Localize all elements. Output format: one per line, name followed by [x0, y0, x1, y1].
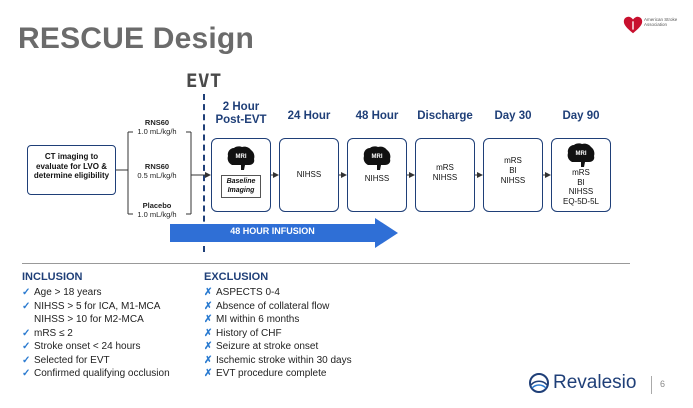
list-item: ✓Stroke onset < 24 hours: [22, 341, 141, 352]
arm-dose: 1.0 mL/kg/h: [137, 127, 177, 136]
x-mark-icon: ✗: [204, 300, 213, 312]
assessment: BI: [509, 166, 517, 175]
x-mark-icon: ✗: [204, 341, 213, 352]
page-number: 6: [660, 379, 666, 389]
exclusion-list: ✗ASPECTS 0-4 ✗Absence of collateral flow…: [204, 286, 352, 381]
arm-dose: 0.5 mL/kg/h: [137, 171, 177, 180]
list-item: ✗MI within 6 months: [204, 314, 300, 325]
assessment: NIHSS: [500, 176, 526, 185]
assessment: NIHSS: [364, 174, 390, 183]
list-item: ✗Ischemic stroke within 30 days: [204, 354, 352, 366]
brand-name: Revalesio: [553, 372, 637, 393]
check-icon: ✓: [22, 368, 31, 379]
aha-logo: American Stroke Association: [622, 12, 682, 38]
timepoint-box-day90: MRI mRS BI NIHSS EQ-5D-5L: [551, 138, 611, 212]
timepoint-box-discharge: mRS NIHSS: [415, 138, 475, 212]
check-icon: ✓: [22, 341, 31, 352]
brain-mri-icon: MRI: [567, 143, 595, 167]
section-divider: [22, 263, 630, 264]
arm-dose: 1.0 mL/kg/h: [137, 210, 177, 219]
brain-mri-icon: MRI: [363, 146, 391, 170]
mri-text: MRI: [236, 154, 247, 160]
timepoint-label-day90: Day 90: [562, 110, 600, 122]
list-item: ✗History of CHF: [204, 327, 282, 339]
x-mark-icon: ✗: [204, 327, 213, 339]
revalesio-swirl-icon: [529, 373, 549, 393]
x-mark-icon: ✗: [204, 314, 213, 325]
timepoint-box-2h: MRI Baseline Imaging: [211, 138, 271, 212]
assessment: EQ-5D-5L: [562, 196, 599, 206]
arm-placebo: Placebo 1.0 mL/kg/h: [128, 201, 186, 219]
check-icon: ✓: [22, 327, 31, 339]
list-item: ✗Absence of collateral flow: [204, 300, 330, 312]
x-mark-icon: ✗: [204, 287, 213, 298]
infusion-label: 48 HOUR INFUSION: [230, 226, 315, 236]
assessment: NIHSS: [568, 187, 594, 196]
list-item: ✓NIHSS > 5 for ICA, M1-MCA: [22, 300, 161, 312]
list-item: ✓mRS ≤ 2: [22, 327, 73, 339]
list-item: ✗ASPECTS 0-4: [204, 287, 280, 298]
arm-name: Placebo: [142, 201, 172, 210]
timepoint-box-48h: MRI NIHSS: [347, 138, 407, 212]
heart-torch-icon: [623, 16, 643, 34]
arm-rns60-low: RNS60 0.5 mL/kg/h: [128, 162, 186, 180]
list-item: ✓Age > 18 years: [22, 287, 102, 298]
infusion-arrow: [170, 218, 398, 248]
arm-rns60-high: RNS60 1.0 mL/kg/h: [128, 118, 186, 136]
list-item: ✓Confirmed qualifying occlusion: [22, 368, 170, 379]
timepoint-label-day30: Day 30: [494, 110, 532, 122]
timepoint-label-48h: 48 Hour: [355, 110, 399, 122]
evt-label: EVT: [186, 70, 222, 92]
ct-imaging-box: CT imaging to evaluate for LVO & determi…: [27, 145, 116, 195]
mri-text: MRI: [576, 151, 587, 157]
assessment: BI: [577, 177, 585, 187]
brain-mri-icon: MRI: [227, 146, 255, 170]
x-mark-icon: ✗: [204, 368, 213, 379]
assessment: mRS: [436, 163, 454, 172]
list-item: ✗Seizure at stroke onset: [204, 341, 319, 352]
timepoint-label-discharge: Discharge: [417, 110, 473, 122]
assessment: NIHSS: [296, 170, 322, 179]
inclusion-list: ✓Age > 18 years ✓NIHSS > 5 for ICA, M1-M…: [22, 286, 170, 381]
list-item: ✓Selected for EVT: [22, 354, 110, 366]
timepoint-box-24h: NIHSS: [279, 138, 339, 212]
timepoint-label-2h: 2 Hour Post-EVT: [215, 101, 267, 126]
arm-name: RNS60: [144, 118, 170, 127]
check-icon: ✓: [22, 287, 31, 298]
footer-divider: [651, 376, 652, 394]
x-mark-icon: ✗: [204, 354, 213, 366]
baseline-imaging-label: Baseline Imaging: [221, 175, 261, 198]
slide-title: RESCUE Design: [18, 22, 254, 55]
assessment: mRS: [572, 168, 590, 177]
assessment: NIHSS: [432, 173, 458, 182]
arm-name: RNS60: [144, 162, 170, 171]
assessment: mRS: [504, 156, 522, 165]
inclusion-heading: INCLUSION: [22, 271, 83, 283]
aha-logo-text: American Stroke Association: [644, 17, 678, 27]
exclusion-heading: EXCLUSION: [204, 271, 269, 283]
check-icon: ✓: [22, 354, 31, 366]
check-icon: ✓: [22, 300, 31, 312]
list-item: NIHSS > 10 for M2-MCA: [34, 314, 144, 325]
mri-text: MRI: [372, 154, 383, 160]
timepoint-label-24h: 24 Hour: [287, 110, 331, 122]
list-item: ✗EVT procedure complete: [204, 368, 327, 379]
timepoint-box-day30: mRS BI NIHSS: [483, 138, 543, 212]
evt-dashed-line: [203, 94, 205, 252]
revalesio-logo: Revalesio: [527, 370, 645, 396]
